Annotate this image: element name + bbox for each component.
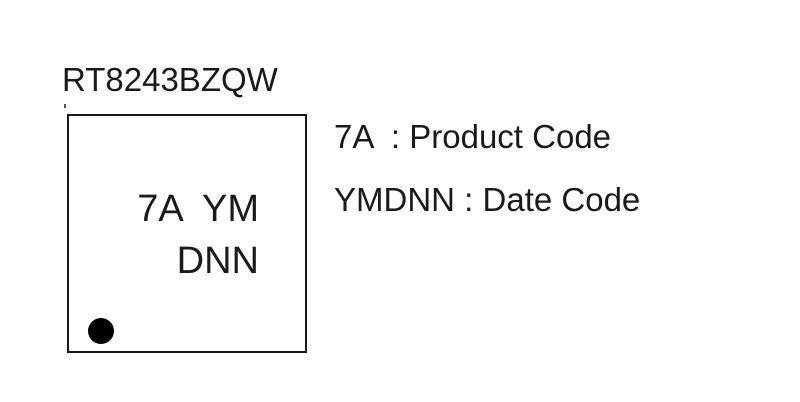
legend-code: 7A <box>334 118 391 155</box>
legend-description: Product Code <box>409 118 612 155</box>
legend-description: Date Code <box>482 181 641 218</box>
marking-line-1: 7A YM <box>137 188 259 230</box>
marking-line-2: DNN <box>176 240 259 282</box>
legend-code: YMDNN <box>334 181 465 218</box>
part-number: RT8243BZQW <box>62 61 278 98</box>
legend-separator: : <box>390 118 410 155</box>
pin1-indicator-dot <box>88 318 114 344</box>
chip-package-outline: 7A YM DNN <box>67 114 307 353</box>
legend-row-product-code: 7A : Product Code <box>334 117 611 157</box>
registration-tick <box>64 104 66 108</box>
legend-separator: : <box>464 181 483 218</box>
legend-row-date-code: YMDNN : Date Code <box>334 180 640 220</box>
